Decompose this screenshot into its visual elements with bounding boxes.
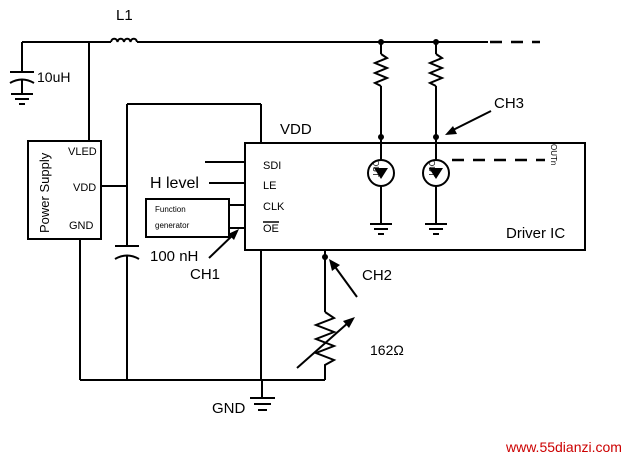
resistor-label: 162Ω (370, 342, 404, 358)
out-c-label: OUTn (549, 144, 558, 165)
ch2-arrow (329, 259, 358, 298)
capacitor-100nh (114, 245, 140, 380)
power-supply-label: Power Supply (37, 152, 52, 233)
inductor-l1 (110, 37, 138, 43)
ch1-arrow (208, 229, 239, 259)
ch2-label: CH2 (362, 267, 392, 284)
ch3-label: CH3 (494, 95, 524, 112)
le-pin-label: LE (263, 180, 276, 192)
ch1-label: CH1 (190, 266, 220, 283)
watermark: www.55dianzi.com (505, 439, 622, 455)
driver-ic-label: Driver IC (506, 225, 565, 242)
inductor-label: L1 (116, 7, 133, 24)
variable-resistor-162ohm (296, 311, 355, 380)
driver-ic-box: Driver IC SDI LE CLK OE OUT OUT OUTn (244, 142, 586, 251)
capacitor-10uh (9, 42, 35, 94)
capacitor-100nh-label: 100 nH (150, 248, 198, 265)
fg-label-line1: Function (155, 205, 186, 214)
rext-net (322, 250, 328, 312)
ground-left (11, 93, 33, 105)
fg-label-line2: generator (155, 221, 190, 230)
h-level-label: H level (150, 175, 199, 192)
oe-pin-label: OE (263, 223, 279, 235)
gnd-bottom-label: GND (212, 400, 246, 417)
power-supply-box: Power Supply VLED VDD GND (27, 140, 102, 240)
clk-pin-label: CLK (263, 201, 285, 213)
ground-return (79, 239, 325, 398)
function-generator-box: Function generator (145, 198, 230, 238)
output-channel-a (367, 39, 395, 235)
ground-bottom (250, 397, 275, 411)
output-channel-b (422, 39, 450, 235)
vdd-pin-label: VDD (73, 182, 96, 194)
vdd-net (101, 103, 262, 246)
ch3-arrow (445, 110, 492, 135)
capacitor-top-label: 10uH (37, 69, 70, 85)
gnd-pin-label: GND (69, 220, 94, 232)
vdd-label: VDD (280, 121, 312, 138)
sdi-pin-label: SDI (263, 160, 281, 172)
pin-stubs (205, 161, 245, 229)
vled-pin-label: VLED (68, 146, 97, 158)
